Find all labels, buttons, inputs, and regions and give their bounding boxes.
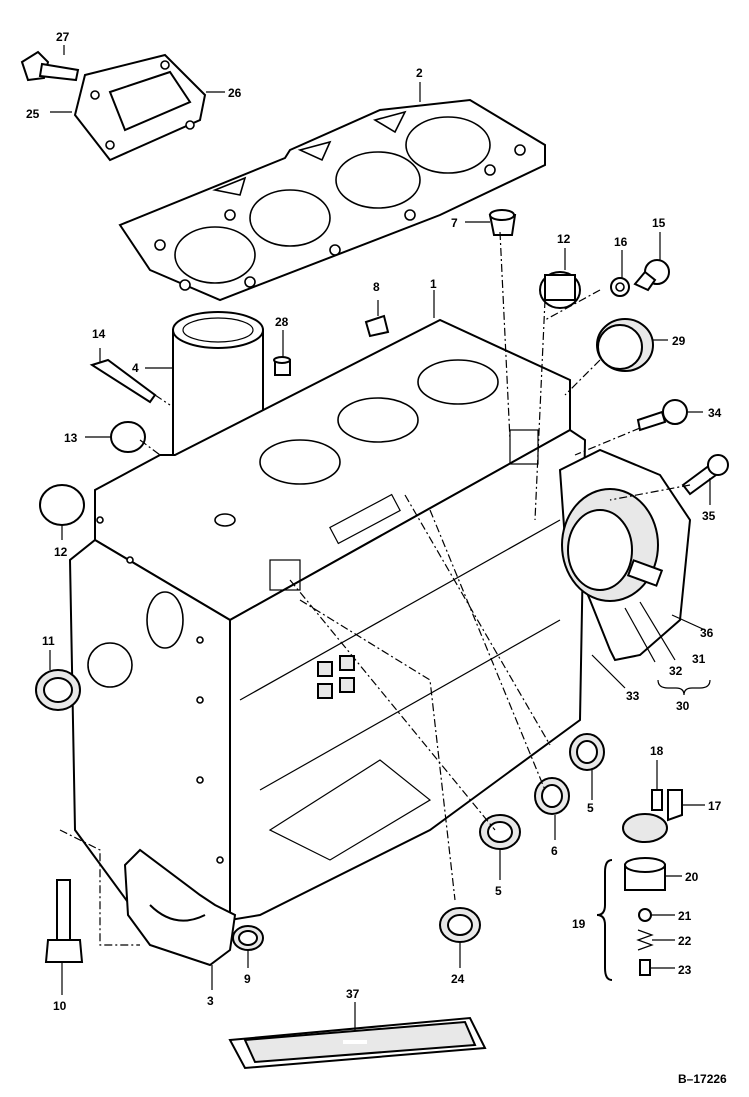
callout-labels: 1 2 3 4 5 5 6 7 8 9 10 11 12 12 13 14 15… (26, 30, 727, 1086)
bushing-9 (232, 925, 264, 951)
callout-13: 13 (64, 431, 78, 445)
callout-7: 7 (451, 216, 458, 230)
callout-2: 2 (416, 66, 423, 80)
callout-3: 3 (207, 994, 214, 1008)
callout-16: 16 (614, 235, 628, 249)
callout-21: 21 (678, 909, 692, 923)
callout-28: 28 (275, 315, 289, 329)
callout-5a: 5 (587, 801, 594, 815)
cap-12-left (39, 484, 85, 526)
plug-7 (488, 209, 517, 236)
relief-valve-assembly (596, 789, 683, 981)
callout-14: 14 (92, 327, 106, 341)
bearing-cap (123, 848, 237, 967)
callout-30: 30 (676, 699, 690, 713)
callout-32: 32 (669, 664, 683, 678)
cap-bolt (44, 879, 84, 963)
callout-15: 15 (652, 216, 666, 230)
plug-28 (273, 356, 291, 376)
cover-bolt (20, 50, 80, 82)
callout-9: 9 (244, 972, 251, 986)
bushing-5a (569, 733, 605, 771)
bushing-11 (35, 669, 81, 711)
callout-23: 23 (678, 963, 692, 977)
plug-8 (364, 314, 390, 338)
callout-36: 36 (700, 626, 714, 640)
callout-19: 19 (572, 917, 586, 931)
stud-14 (89, 358, 157, 404)
cap-13 (110, 421, 146, 453)
callout-17: 17 (708, 799, 722, 813)
callout-11: 11 (42, 634, 55, 648)
callout-31: 31 (692, 652, 706, 666)
callout-6: 6 (551, 844, 558, 858)
bushing-24 (439, 907, 481, 943)
callout-18: 18 (650, 744, 664, 758)
cover-plate (73, 53, 207, 162)
plug-15 (633, 259, 670, 292)
callout-25: 25 (26, 107, 40, 121)
callout-29: 29 (672, 334, 686, 348)
callout-5b: 5 (495, 884, 502, 898)
callout-22: 22 (678, 934, 692, 948)
callout-4: 4 (132, 361, 139, 375)
callout-20: 20 (685, 870, 699, 884)
callout-37: 37 (346, 987, 360, 1001)
callout-24: 24 (451, 972, 465, 986)
bushing-5b (479, 814, 521, 850)
cap-29 (596, 318, 654, 372)
callout-12b: 12 (54, 545, 68, 559)
callout-10: 10 (53, 999, 67, 1013)
gauge-strip (228, 1016, 487, 1070)
callout-26: 26 (228, 86, 242, 100)
bolt-35 (681, 454, 729, 496)
bolt-34 (636, 399, 688, 432)
rear-seal-housing (558, 448, 692, 662)
callout-34: 34 (708, 406, 722, 420)
callout-1: 1 (430, 277, 437, 291)
cap-12-top (539, 271, 581, 309)
washer-16 (610, 277, 630, 297)
leader-lines (49, 45, 711, 1030)
callout-8: 8 (373, 280, 380, 294)
bushing-6 (534, 777, 570, 815)
callout-12a: 12 (557, 232, 571, 246)
callout-27: 27 (56, 30, 70, 44)
reference-code: B–17226 (678, 1072, 727, 1086)
callout-35: 35 (702, 509, 716, 523)
callout-33: 33 (626, 689, 640, 703)
head-gasket (118, 98, 546, 302)
